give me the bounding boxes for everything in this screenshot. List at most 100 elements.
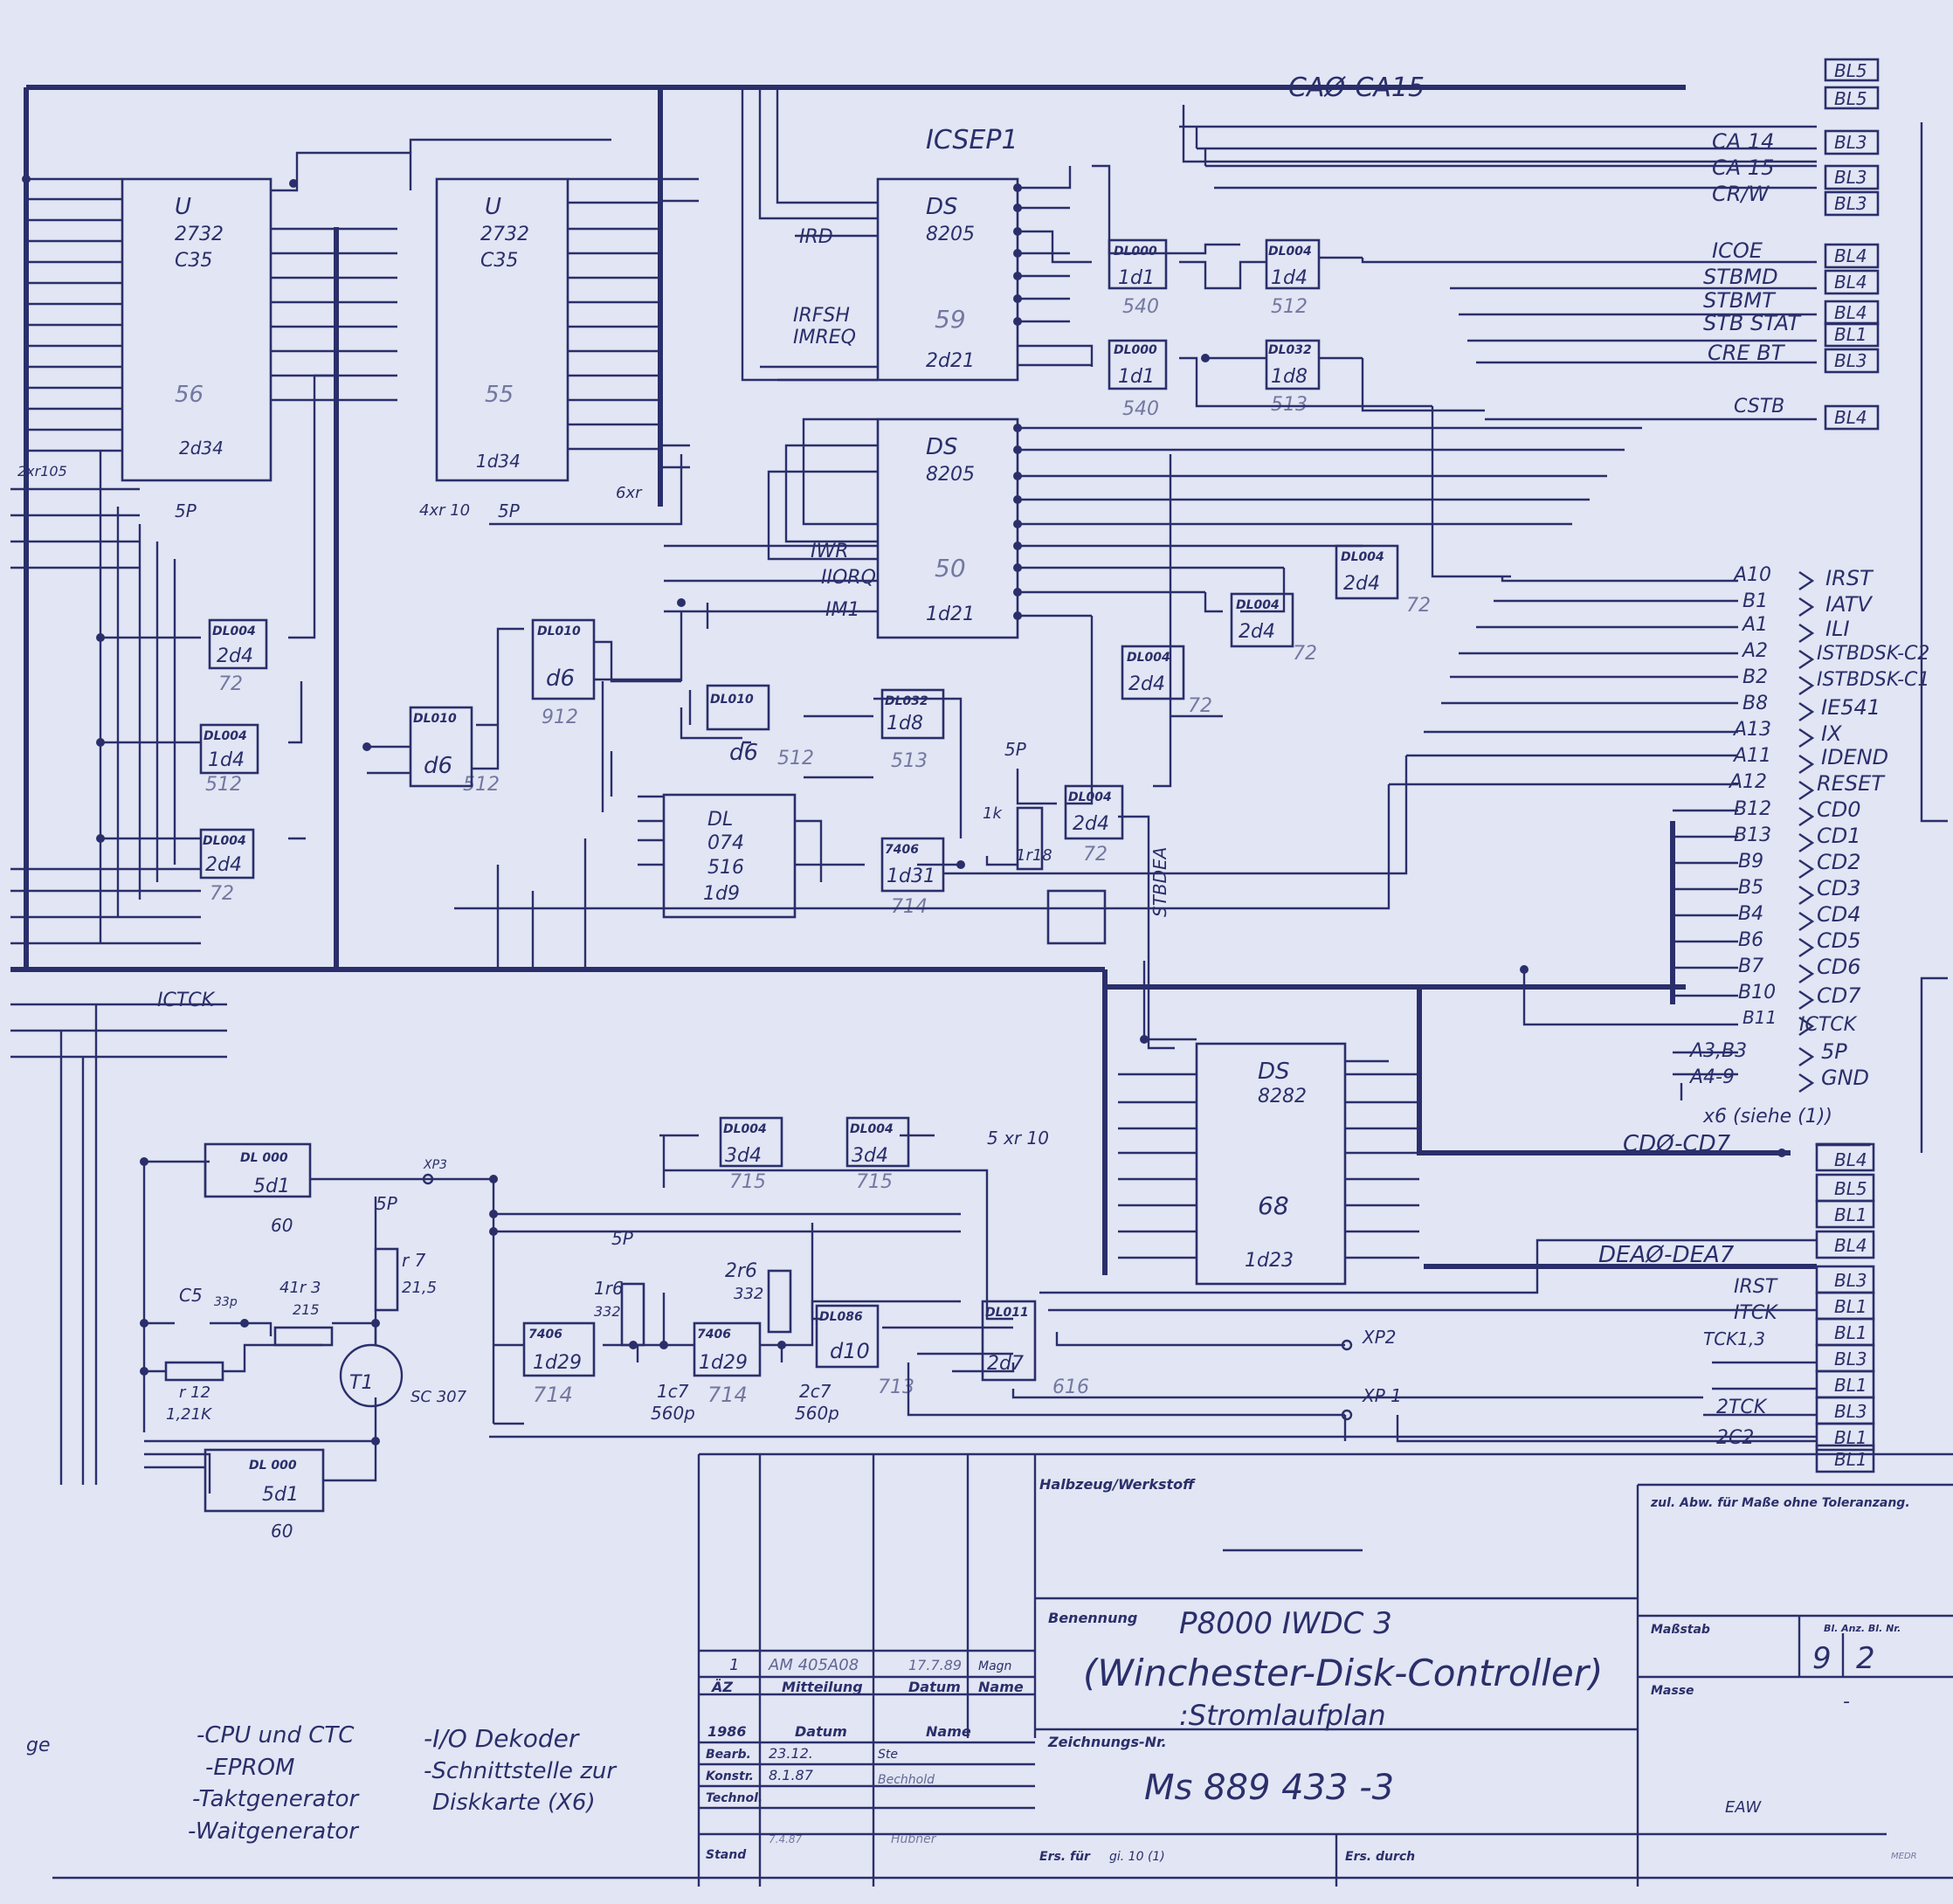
- gate-num: 714: [891, 896, 928, 918]
- bl-label: BL5: [1834, 1178, 1867, 1199]
- x6-signal: 5P: [1821, 1039, 1847, 1064]
- gate-pos: 1d1: [1118, 366, 1155, 388]
- transistor-ref: T1: [349, 1372, 373, 1394]
- bl-signal: 2TCK: [1716, 1397, 1768, 1418]
- gate-num: 512: [777, 748, 814, 769]
- gate-type: 7406: [885, 843, 919, 857]
- gate-num: 60: [271, 1215, 293, 1236]
- masse-value: -: [1843, 1691, 1850, 1713]
- approval-role: Konstr.: [706, 1769, 754, 1783]
- bl-label: BL3: [1834, 1349, 1867, 1369]
- approval-date: 23.12.: [769, 1745, 813, 1762]
- x6-pin: A3,B3: [1688, 1040, 1747, 1062]
- gate-type: DL004: [1268, 245, 1312, 259]
- gate-type: DL011: [985, 1306, 1029, 1320]
- latch-num: 68: [1258, 1191, 1289, 1220]
- title-line2: (Winchester-Disk-Controller): [1083, 1652, 1603, 1694]
- gate-type: DL004: [1068, 790, 1112, 804]
- bl-label: BL3: [1834, 193, 1867, 214]
- gate-pos: 3d4: [725, 1145, 762, 1167]
- legend-item: -EPROM: [205, 1755, 294, 1781]
- bus-cd-label: CDØ-CD7: [1623, 1131, 1731, 1157]
- dec2-pos: 1d21: [926, 604, 975, 625]
- wiring: [10, 85, 1953, 1887]
- x6-pin: A1: [1741, 614, 1768, 636]
- bl-signal: STB STAT: [1703, 311, 1802, 335]
- gate-pos: 1d31: [887, 866, 935, 887]
- gate-type: DL 000: [249, 1459, 297, 1473]
- bl-label: BL4: [1834, 1235, 1867, 1256]
- imreq-label: IMREQ: [793, 327, 856, 348]
- title-block: Halbzeug/Werkstoff zul. Abw. für Maße oh…: [706, 1476, 1910, 1864]
- gate-num: 512: [205, 774, 242, 796]
- dec1-pos: 2d21: [926, 350, 975, 372]
- approval-role: Technol.: [706, 1791, 763, 1805]
- gate-num: 512: [1271, 296, 1308, 318]
- x6-signal: CD5: [1817, 928, 1861, 953]
- approval-datum-header: Datum: [795, 1723, 847, 1740]
- c7-ref: 1c7: [657, 1381, 689, 1402]
- r6b-val: 332: [734, 1285, 763, 1303]
- x6-signal: CD7: [1817, 983, 1861, 1008]
- xr10-label: 5 xr 10: [987, 1128, 1049, 1149]
- ff-num: 516: [707, 857, 744, 879]
- gate-pos: 2d4: [217, 645, 253, 667]
- gate-type: DL010: [710, 693, 754, 707]
- c7b-ref: 2c7: [799, 1381, 832, 1402]
- ers-fuer-label: Ers. für: [1039, 1850, 1091, 1864]
- corner-mark: MEDR: [1891, 1852, 1917, 1861]
- x6-signal: RESET: [1817, 771, 1886, 796]
- gate-pos: 1d8: [1271, 366, 1308, 388]
- legend-item: -CPU und CTC: [197, 1722, 355, 1749]
- approval-date: 7.4.87: [769, 1833, 803, 1845]
- zeichnungs-label: Zeichnungs-Nr.: [1047, 1734, 1167, 1750]
- vcc-label: 5P: [611, 1228, 634, 1249]
- approval-name: Ste: [878, 1748, 898, 1762]
- r12-val: 1,21K: [166, 1405, 212, 1424]
- approval-name-header: Name: [926, 1723, 971, 1740]
- vcc-label: 5P: [498, 500, 521, 521]
- gate-type: DL000: [1114, 343, 1157, 357]
- component-values: T1 SC 307 C5 33p 41r 3 215 r 7 21,5 r 12…: [166, 500, 1052, 1424]
- x6-pin-list: A10 IRST B1 IATV A1 ILI A2 ISTBDSK-C2 B2…: [1688, 564, 1929, 1093]
- gate-pos: 2d7: [987, 1353, 1024, 1375]
- x6-signal: IX: [1821, 721, 1842, 746]
- gate-num: 513: [891, 750, 928, 772]
- xr4-label: 4xr 10: [419, 501, 470, 520]
- revision-mitteilung: AM 405A08: [768, 1656, 859, 1674]
- xr2-label: 2xr105: [17, 463, 67, 479]
- drawing-number: Ms 889 433 -3: [1144, 1768, 1394, 1808]
- x6-signal: CD1: [1817, 824, 1861, 848]
- bottom-block-labels: BL4 BL5 BL1 BL4 BL3 IRST BL1 ITCK BL1 TC…: [1703, 1142, 1875, 1473]
- approval-role: Bearb.: [706, 1748, 751, 1762]
- x6-signal: GND: [1821, 1066, 1869, 1090]
- gate-num: 60: [271, 1521, 293, 1542]
- approval-role: Stand: [706, 1848, 747, 1862]
- halbzeug-label: Halbzeug/Werkstoff: [1039, 1476, 1196, 1493]
- eprom1-pos: 2d34: [179, 438, 224, 459]
- ers-fuer-value: gi. 10 (1): [1109, 1850, 1165, 1864]
- bl-label: BL1: [1834, 1375, 1867, 1396]
- massstab-label: Maßstab: [1651, 1623, 1710, 1637]
- gate-pos: 1d4: [1271, 267, 1308, 289]
- gate-type: DL004: [1127, 651, 1170, 665]
- x6-signal: CD3: [1817, 876, 1861, 900]
- x6-pin: A12: [1728, 771, 1767, 793]
- gate-pos: 2d4: [205, 854, 242, 876]
- title-line1: P8000 IWDC 3: [1179, 1606, 1392, 1641]
- bl-label: BL1: [1834, 1296, 1867, 1317]
- gate-num: 713: [878, 1376, 914, 1398]
- gate-pos: 3d4: [852, 1145, 888, 1167]
- bl-signal: STBMD: [1703, 265, 1778, 289]
- dec1-sub: 8205: [926, 224, 975, 245]
- gate-num: 714: [707, 1383, 748, 1407]
- x6-pin: B13: [1734, 824, 1771, 846]
- x6-pin: B5: [1738, 877, 1763, 899]
- xr6-label: 6xr: [616, 484, 643, 502]
- gate-pos: 1d29: [699, 1352, 748, 1374]
- gate-pos: d10: [830, 1339, 870, 1363]
- latch-type: DS: [1258, 1059, 1290, 1085]
- x6-pin: B12: [1734, 798, 1771, 820]
- r3-ref: 41r 3: [279, 1279, 321, 1297]
- gate-num: 540: [1122, 398, 1159, 420]
